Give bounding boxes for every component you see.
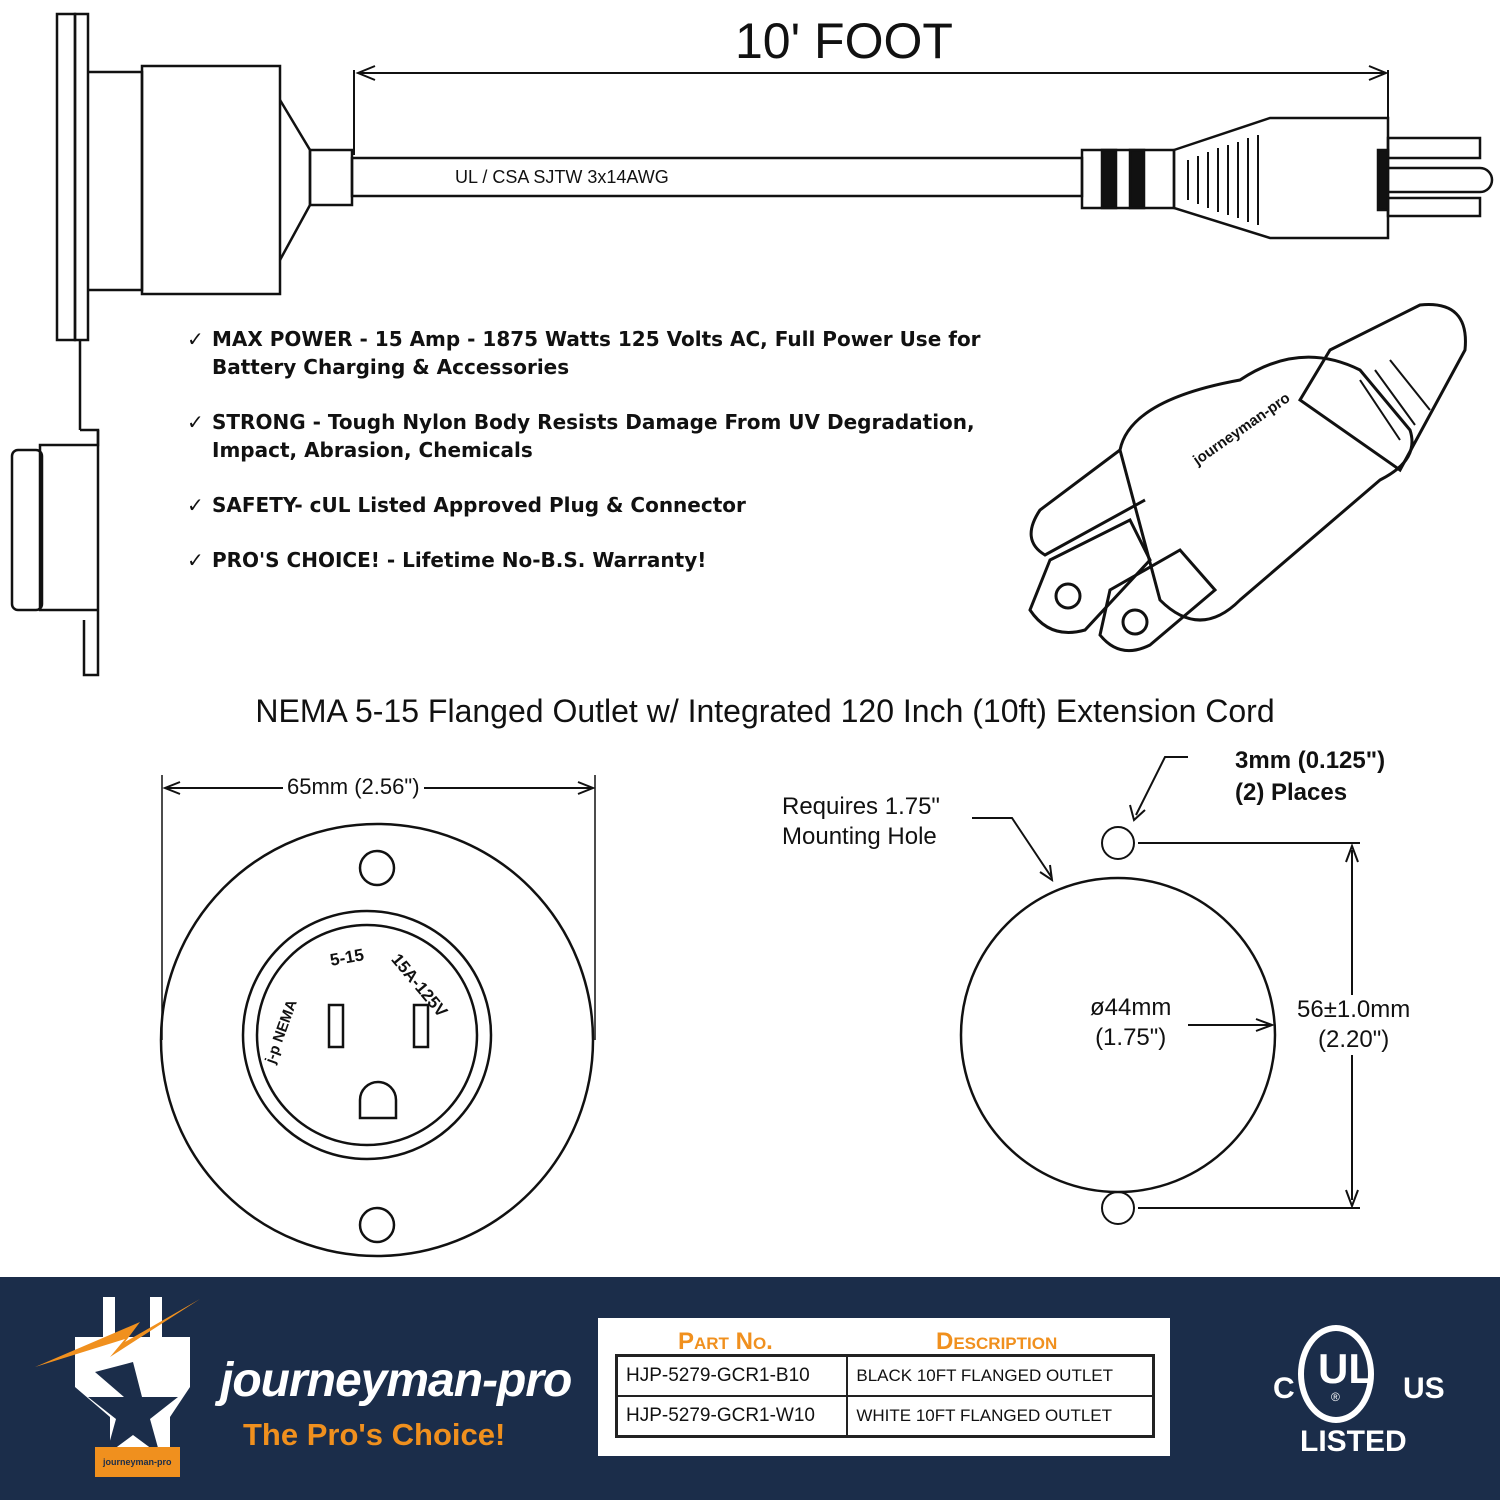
mounting-hole-label: Requires 1.75"Mounting Hole <box>782 793 940 850</box>
outlet-width-label: 65mm (2.56") <box>283 774 424 800</box>
hole-spacing-label: 56±1.0mm(2.20") <box>1297 995 1411 1055</box>
plug-3d-illustration <box>1028 303 1467 653</box>
cord-spec-label: UL / CSA SJTW 3x14AWG <box>455 167 669 187</box>
hole-size-label: 3mm (0.125")(2) Places <box>1235 747 1386 806</box>
feature-item: ✓SAFETY- cUL Listed Approved Plug & Conn… <box>187 493 746 517</box>
check-icon: ✓ <box>187 493 204 517</box>
brand-logo-icon <box>35 1297 200 1477</box>
length-dimension-arrow <box>353 65 1389 155</box>
plug-side-view <box>1080 116 1494 240</box>
length-label: 10' FOOT <box>735 13 953 69</box>
page-title: NEMA 5-15 Flanged Outlet w/ Integrated 1… <box>255 693 1275 729</box>
header-part-no: Part No. <box>678 1328 773 1355</box>
feature-item: ✓PRO'S CHOICE! - Lifetime No-B.S. Warran… <box>187 548 707 572</box>
diameter-label: ø44mm(1.75") <box>1090 994 1172 1051</box>
brand-badge-text: journeyman-pro <box>103 1457 172 1467</box>
check-icon: ✓ <box>187 410 204 434</box>
brand-tagline: The Pro's Choice! <box>243 1417 506 1452</box>
feature-item: ✓STRONG - Tough Nylon Body Resists Damag… <box>187 410 975 462</box>
check-icon: ✓ <box>187 548 204 572</box>
outlet-front-view <box>159 775 596 1258</box>
feature-list: ✓MAX POWER - 15 Amp - 1875 Watts 125 Vol… <box>187 325 981 601</box>
side-view-connector <box>10 12 354 677</box>
check-icon: ✓ <box>187 327 204 351</box>
header-description: Description <box>936 1328 1058 1355</box>
mounting-hole-diagram <box>959 756 1360 1225</box>
brand-name: journeyman-pro <box>220 1354 572 1407</box>
feature-item: ✓MAX POWER - 15 Amp - 1875 Watts 125 Vol… <box>187 327 981 379</box>
